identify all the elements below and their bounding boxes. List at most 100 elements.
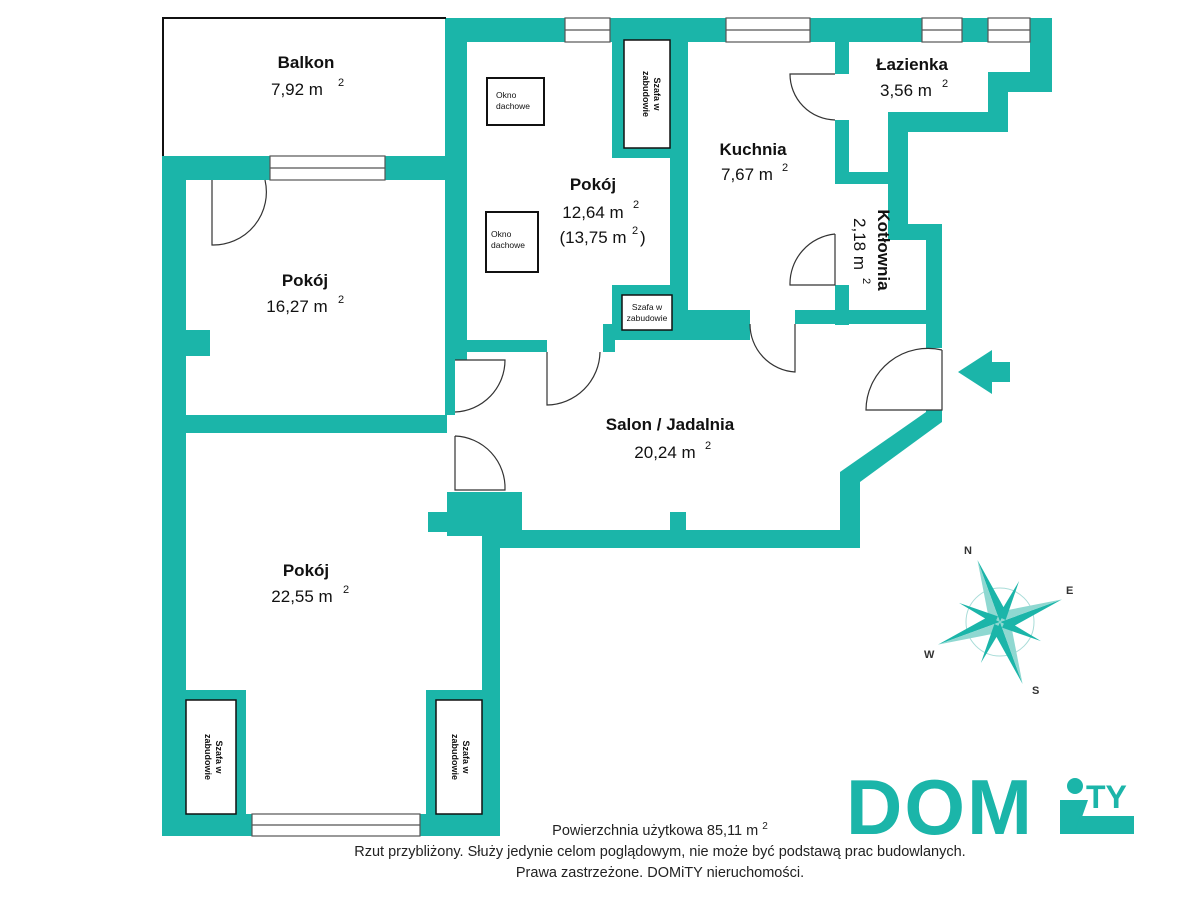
logo-text-ty: TY bbox=[1086, 779, 1127, 815]
wall-wardrobe-small-top bbox=[612, 285, 672, 295]
logo-i-body-icon bbox=[1060, 800, 1088, 834]
room-area-kotlownia: 2,18 m bbox=[850, 218, 869, 270]
room-name-kotlownia: Kotłownia bbox=[874, 209, 893, 291]
room-area-salon: 20,24 m bbox=[634, 443, 695, 462]
room-name-kuchnia: Kuchnia bbox=[719, 140, 787, 159]
room-area-kuchnia-exp: 2 bbox=[782, 162, 788, 174]
wall-nub-left bbox=[186, 330, 210, 356]
room-label-salon: Salon / Jadalnia 20,24 m 2 bbox=[606, 415, 735, 462]
room-name-balkon: Balkon bbox=[278, 53, 335, 72]
wall-salon-bottom-notch bbox=[670, 512, 686, 536]
roof-window-1: Okno dachowe bbox=[486, 77, 545, 126]
door-bottom-room bbox=[454, 435, 506, 491]
room-area-lazienka-exp: 2 bbox=[942, 78, 948, 90]
door-lazienka bbox=[789, 73, 836, 121]
door-entrance bbox=[865, 347, 943, 411]
room-name-lazienka: Łazienka bbox=[876, 55, 948, 74]
wall-wardrobe-left-side bbox=[236, 690, 246, 816]
room-area-salon-exp: 2 bbox=[705, 440, 711, 452]
footer-copyright: Prawa zastrzeżone. DOMiTY nieruchomości. bbox=[515, 864, 805, 881]
wall-salon-top-e bbox=[688, 310, 750, 324]
room-label-pokoj-left: Pokój 16,27 m 2 bbox=[266, 271, 344, 316]
room-area-pokoj-top-exp: 2 bbox=[633, 199, 639, 211]
wardrobe-small: Szafa w zabudowie bbox=[621, 294, 673, 331]
wall-bottom-a bbox=[162, 814, 252, 836]
wall-salon-diagonal bbox=[840, 410, 942, 548]
room-area-alt-pokoj-top: (13,75 m bbox=[559, 228, 626, 247]
door-left-room bbox=[211, 179, 267, 246]
wardrobe-top-line2: zabudowie bbox=[641, 71, 651, 117]
entrance-arrow-icon bbox=[958, 350, 1010, 394]
room-area-pokoj-bottom: 22,55 m bbox=[271, 587, 332, 606]
wall-kuchnia-lazienka-b bbox=[835, 120, 849, 180]
wardrobe-top: Szafa w zabudowie bbox=[623, 39, 671, 149]
wall-wardrobe-right-side bbox=[426, 690, 436, 816]
wall-bottom-b bbox=[420, 814, 500, 836]
wall-wardrobe-right-top bbox=[426, 690, 486, 700]
footer-notes: Powierzchnia użytkowa 85,11 m 2 Rzut prz… bbox=[250, 816, 1070, 884]
room-label-pokoj-bottom: Pokój 22,55 m 2 bbox=[271, 561, 349, 606]
room-label-balkon: Balkon 7,92 m 2 bbox=[271, 53, 344, 99]
compass-rose-icon: N E S W bbox=[924, 545, 1073, 697]
wall-wardrobe-top-bottom bbox=[612, 148, 672, 158]
door-kitchen bbox=[749, 323, 796, 373]
wardrobe-bottom-left-line2: zabudowie bbox=[203, 734, 213, 780]
wardrobe-bottom-right: Szafa w zabudowie bbox=[435, 699, 483, 815]
windows bbox=[251, 17, 1031, 837]
footer-area: Powierzchnia użytkowa 85,11 m 2 bbox=[552, 821, 768, 839]
logo-text-dom: DOM bbox=[846, 763, 1034, 851]
wardrobe-top-line1: Szafa w bbox=[652, 77, 662, 111]
domity-logo: DOM TY bbox=[846, 763, 1134, 851]
compass-s: S bbox=[1032, 685, 1039, 697]
wall-kuchnia-lazienka-a bbox=[835, 38, 849, 74]
wall-block-b bbox=[428, 512, 498, 532]
roof-window-2: Okno dachowe bbox=[485, 211, 539, 273]
room-name-pokoj-left: Pokój bbox=[282, 271, 328, 290]
room-label-kuchnia: Kuchnia 7,67 m 2 bbox=[719, 140, 788, 184]
room-label-pokoj-top: Pokój 12,64 m 2 (13,75 m 2 ) bbox=[559, 175, 645, 247]
room-name-pokoj-bottom: Pokój bbox=[283, 561, 329, 580]
wardrobe-bottom-right-line1: Szafa w bbox=[461, 740, 471, 774]
room-area-balkon: 7,92 m bbox=[271, 80, 323, 99]
wall-bottom-room-right bbox=[482, 530, 500, 836]
room-label-kotlownia: Kotłownia 2,18 m 2 bbox=[850, 209, 893, 291]
compass-e: E bbox=[1066, 585, 1073, 597]
doors bbox=[211, 73, 943, 491]
logo-swoosh-icon bbox=[1074, 816, 1134, 834]
door-left-room-salon bbox=[454, 359, 506, 413]
logo-i-dot-icon bbox=[1067, 778, 1083, 794]
roof-window-2-line1: Okno bbox=[491, 229, 512, 239]
room-area-kotlownia-exp: 2 bbox=[860, 278, 872, 284]
wall-right-stepped bbox=[888, 18, 1052, 240]
room-area-lazienka: 3,56 m bbox=[880, 81, 932, 100]
room-area-pokoj-top: 12,64 m bbox=[562, 203, 623, 222]
room-area-alt-pokoj-top-close: ) bbox=[640, 228, 646, 247]
door-kotlownia bbox=[789, 233, 836, 286]
wall-center-left-upper bbox=[445, 18, 467, 360]
room-area-kuchnia: 7,67 m bbox=[721, 165, 773, 184]
wardrobe-bottom-left-line1: Szafa w bbox=[214, 740, 224, 774]
wall-top-c bbox=[810, 18, 922, 42]
wall-outer-left bbox=[162, 156, 186, 836]
wall-center-jamb bbox=[445, 360, 455, 415]
room-area-alt-pokoj-top-exp: 2 bbox=[632, 225, 638, 237]
footer-disclaimer: Rzut przybliżony. Służy jedynie celom po… bbox=[354, 843, 966, 860]
wall-left-room-top-a bbox=[162, 156, 270, 180]
room-name-salon: Salon / Jadalnia bbox=[606, 415, 735, 434]
walls bbox=[162, 18, 1052, 836]
wall-lazienka-bottom bbox=[835, 172, 908, 184]
wall-top-d bbox=[962, 18, 988, 42]
wardrobe-bottom-right-line2: zabudowie bbox=[450, 734, 460, 780]
wall-wardrobe-top-left bbox=[612, 38, 624, 158]
roof-window-1-line1: Okno bbox=[496, 90, 517, 100]
wall-pokoj-kuchnia bbox=[670, 18, 688, 324]
wall-salon-bottom bbox=[485, 530, 860, 548]
wall-salon-top-a bbox=[467, 340, 547, 352]
wall-salon-top-c bbox=[603, 324, 615, 352]
wardrobe-small-line1: Szafa w bbox=[632, 302, 663, 312]
room-name-pokoj-top: Pokój bbox=[570, 175, 616, 194]
room-label-lazienka: Łazienka 3,56 m 2 bbox=[876, 55, 948, 100]
wall-wardrobe-small-left bbox=[612, 285, 622, 330]
roof-window-2-line2: dachowe bbox=[491, 240, 525, 250]
